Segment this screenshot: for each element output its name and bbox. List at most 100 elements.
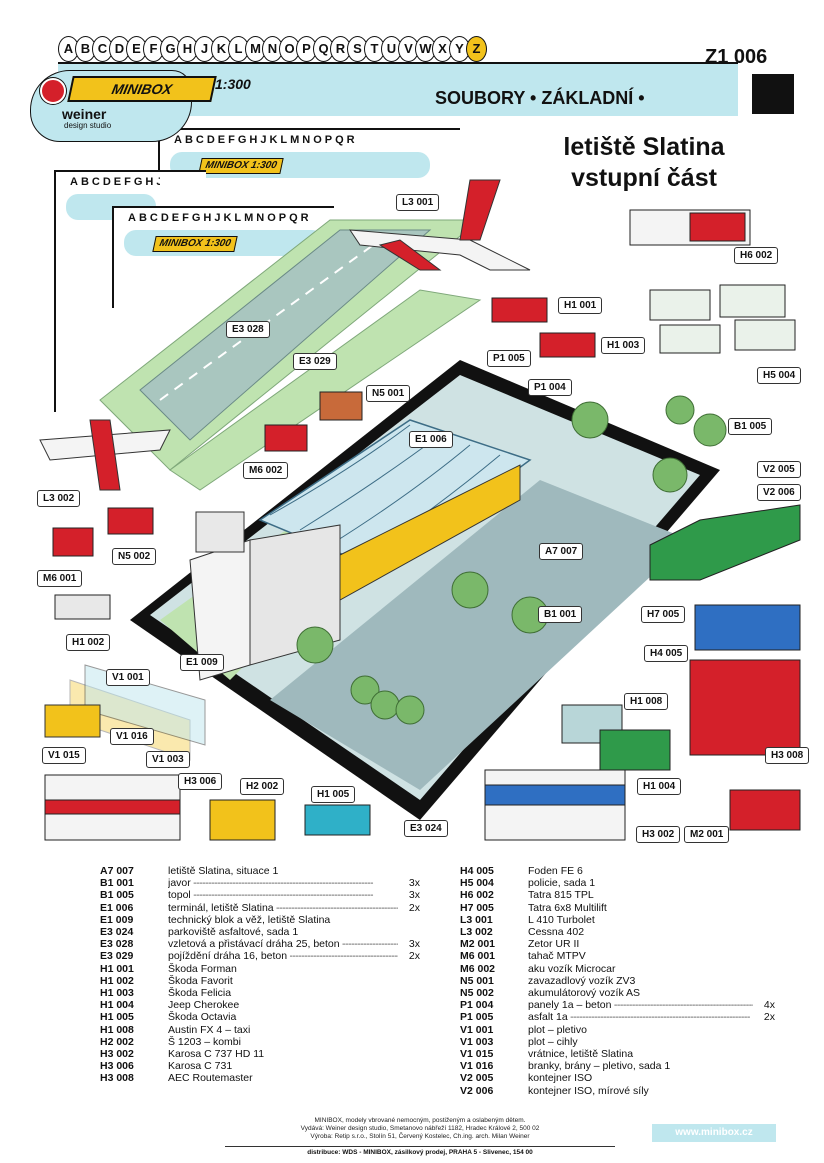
tag-l3-002: L3 002 bbox=[37, 490, 81, 507]
part-code: B1 001 bbox=[100, 877, 134, 890]
part-name-text: zavazadlový vozík ZV3 bbox=[528, 974, 636, 987]
tag-h2-002: H2 002 bbox=[240, 778, 285, 795]
part-qty bbox=[398, 1011, 420, 1023]
website-link[interactable]: www.minibox.cz bbox=[652, 1124, 776, 1142]
list-item: H1 005 Škoda Octavia bbox=[100, 1011, 420, 1023]
alphabet-letter: J bbox=[194, 36, 215, 62]
tag-l3-001: L3 001 bbox=[396, 194, 440, 211]
part-code: V1 015 bbox=[460, 1048, 494, 1061]
part-name: L 410 Turbolet bbox=[528, 914, 753, 926]
part-qty bbox=[753, 963, 775, 975]
part-code: M6 002 bbox=[460, 962, 496, 975]
part-name: pojíždění dráha 16, beton --------------… bbox=[168, 950, 398, 962]
part-name: technický blok a věž, letiště Slatina bbox=[168, 914, 398, 926]
part-name: Škoda Octavia bbox=[168, 1011, 398, 1023]
part-name-text: Karosa C 731 bbox=[168, 1060, 233, 1073]
part-name: Tatra 815 TPL bbox=[528, 889, 753, 901]
part-name: AEC Routemaster bbox=[168, 1072, 398, 1084]
studio-name: weiner bbox=[62, 106, 107, 122]
list-item: E1 009 technický blok a věž, letiště Slat… bbox=[100, 914, 420, 926]
part-qty bbox=[753, 1024, 775, 1036]
tag-h1-004: H1 004 bbox=[637, 778, 682, 795]
studio-sub: design studio bbox=[64, 121, 112, 130]
part-name-text: parkoviště asfaltové, sada 1 bbox=[168, 926, 299, 939]
title-line-1: letiště Slatina bbox=[563, 133, 725, 161]
sheet-code: Z1 006 bbox=[705, 46, 768, 68]
part-name-text: branky, brány – pletivo, sada 1 bbox=[528, 1060, 671, 1073]
part-name-text: kontejner ISO bbox=[528, 1072, 593, 1085]
part-name: parkoviště asfaltové, sada 1 bbox=[168, 926, 398, 938]
part-qty: 3x bbox=[408, 938, 420, 951]
part-qty: 4x bbox=[763, 999, 775, 1012]
part-name-text: asfalt 1a bbox=[528, 1011, 568, 1024]
part-name-text: Tatra 6x8 Multilift bbox=[528, 901, 607, 914]
tag-h5-004: H5 004 bbox=[757, 367, 802, 384]
part-code: M6 001 bbox=[460, 950, 496, 963]
tag-n5-001: N5 001 bbox=[366, 385, 411, 402]
part-name-text: Tatra 815 TPL bbox=[528, 889, 594, 902]
tag-h3-006: H3 006 bbox=[178, 773, 223, 790]
vehicles bbox=[44, 209, 801, 841]
plane-l410 bbox=[349, 179, 531, 271]
alphabet-letter: Q bbox=[313, 36, 334, 62]
list-item: B1 001 javor ----------------------------… bbox=[100, 877, 420, 889]
part-name-text: plot – cihly bbox=[528, 1035, 578, 1048]
leader-dashes: ----------------------------------------… bbox=[190, 877, 373, 890]
part-qty bbox=[753, 1060, 775, 1072]
part-qty bbox=[753, 914, 775, 926]
part-code: H4 005 bbox=[460, 865, 494, 877]
part-name-text: Foden FE 6 bbox=[528, 865, 583, 877]
alphabet-letter: F bbox=[143, 36, 164, 62]
part-code: E1 009 bbox=[100, 913, 134, 926]
part-code: N5 001 bbox=[460, 974, 494, 987]
tag-v1-003: V1 003 bbox=[146, 751, 190, 768]
tag-e3-028: E3 028 bbox=[226, 321, 270, 338]
part-code: H7 005 bbox=[460, 901, 494, 914]
subsheet-alphabet: ABCDEFGHJKLMNOPQR bbox=[70, 176, 160, 188]
tag-e1-009: E1 009 bbox=[180, 654, 224, 671]
part-qty bbox=[398, 1024, 420, 1036]
part-code: H2 002 bbox=[100, 1035, 134, 1048]
alphabet-letter: Z bbox=[466, 36, 487, 62]
tag-n5-002: N5 002 bbox=[112, 548, 157, 565]
part-code: H1 005 bbox=[100, 1011, 134, 1024]
part-qty bbox=[398, 987, 420, 999]
part-name-text: javor bbox=[168, 877, 191, 890]
part-name-text: letiště Slatina, situace 1 bbox=[168, 865, 279, 877]
leader-dashes: ----------------------------------------… bbox=[342, 938, 398, 951]
part-code: H5 004 bbox=[460, 877, 494, 890]
part-qty bbox=[398, 1036, 420, 1048]
part-name-text: kontejner ISO, mírové síly bbox=[528, 1084, 649, 1097]
tag-h1-003: H1 003 bbox=[601, 337, 646, 354]
list-item: N5 001 zavazadlový vozík ZV3 bbox=[460, 975, 775, 987]
part-qty bbox=[398, 975, 420, 987]
part-name: Škoda Forman bbox=[168, 963, 398, 975]
tag-h1-001: H1 001 bbox=[558, 297, 603, 314]
tag-v1-016: V1 016 bbox=[110, 728, 154, 745]
part-code: V1 001 bbox=[460, 1023, 494, 1036]
subsheet-back: ABCDEFGHJKLMNOPQR MINIBOX 1:300 bbox=[158, 128, 460, 190]
list-item: H4 005 Foden FE 6 bbox=[460, 865, 775, 877]
leader-dashes: ----------------------------------------… bbox=[276, 901, 398, 914]
part-name-text: pojíždění dráha 16, beton bbox=[168, 950, 288, 963]
control-tower bbox=[195, 511, 245, 553]
part-code: H3 006 bbox=[100, 1060, 134, 1073]
part-name-text: akumulátorový vozík AS bbox=[528, 987, 641, 1000]
part-name: asfalt 1a ------------------------------… bbox=[528, 1011, 753, 1023]
leader-dashes: ----------------------------------------… bbox=[567, 1011, 750, 1024]
